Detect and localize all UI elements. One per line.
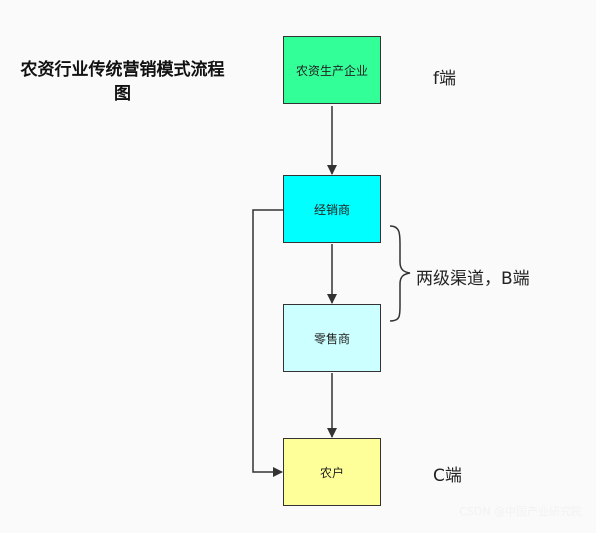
diagram-title: 农资行业传统营销模式流程图 xyxy=(20,60,225,104)
node-manufacturer: 农资生产企业 xyxy=(283,36,381,104)
node-distributor-label: 经销商 xyxy=(313,202,350,217)
annotation-c-end: C端 xyxy=(433,466,462,486)
node-retailer: 零售商 xyxy=(283,304,381,372)
node-distributor: 经销商 xyxy=(283,175,381,243)
node-retailer-label: 零售商 xyxy=(313,331,350,346)
watermark: CSDN @中国产业研究院 xyxy=(459,505,582,518)
annotation-f-end: f端 xyxy=(433,69,456,89)
node-farmer: 农户 xyxy=(283,438,381,506)
arrow-distributor-to-farmer-direct xyxy=(252,209,283,477)
annotation-b-end: 两级渠道，B端 xyxy=(416,269,530,289)
node-manufacturer-label: 农资生产企业 xyxy=(295,63,368,78)
node-farmer-label: 农户 xyxy=(319,465,344,480)
b-end-brace xyxy=(389,225,411,322)
